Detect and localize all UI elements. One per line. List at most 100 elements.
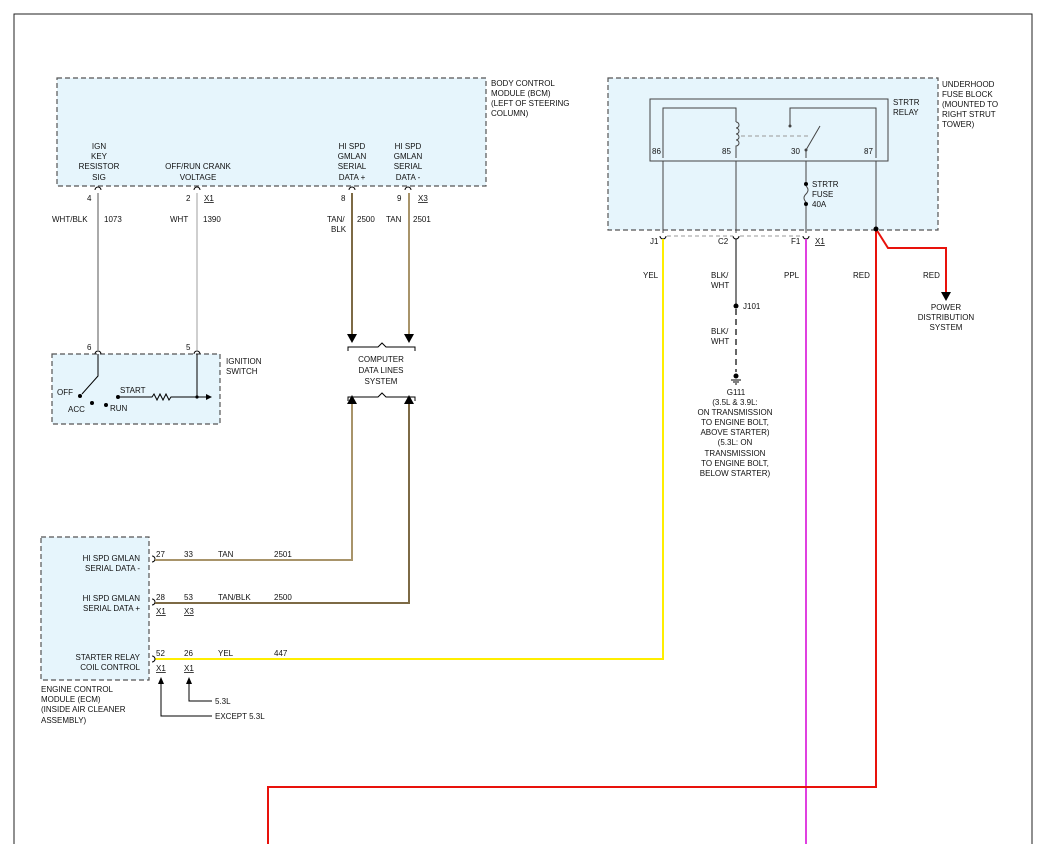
ground-desc-5: (5.3L: ON [718, 438, 753, 447]
top-wires: WHT/BLK 1073 WHT 1390 TAN/ BLK 2500 TAN … [52, 193, 431, 350]
ignition-acc-label: ACC [68, 405, 85, 414]
bcm-pin8-label-2: GMLAN [338, 152, 367, 161]
bcm-pin4-label-2: KEY [91, 152, 108, 161]
ground-desc-8: BELOW STARTER) [700, 469, 771, 478]
callout-except-arrow [158, 677, 164, 684]
ecm-box [40, 536, 150, 681]
note-except-5-3l: EXCEPT 5.3L [215, 712, 265, 721]
conn-j1-label: J1 [650, 237, 659, 246]
ignition-arrow [206, 394, 212, 400]
wire-2500-circuit: 2500 [357, 215, 375, 224]
wire-2501-circuit: 2501 [413, 215, 431, 224]
ignition-name-2: SWITCH [226, 367, 258, 376]
ecm-terminal-28 [151, 598, 156, 606]
pds-name-2: DISTRIBUTION [918, 313, 975, 322]
cdl-name-1: COMPUTER [358, 355, 404, 364]
ecm-r3-label-2: COIL CONTROL [80, 663, 140, 672]
pds-name-3: SYSTEM [930, 323, 963, 332]
wire-red-pds [875, 228, 947, 293]
ignition-contact-run [104, 403, 108, 407]
ground-desc-3: TO ENGINE BOLT, [701, 418, 769, 427]
ecm-r2-connA: X1 [156, 607, 166, 616]
ecm-r1-pinB: 33 [184, 550, 193, 559]
bcm-pin4-label-1: IGN [92, 142, 106, 151]
arrow-up-2500 [404, 395, 414, 404]
bcm-name-2: MODULE (BCM) [491, 89, 551, 98]
red-splice [873, 226, 879, 232]
ecm-r2-pinA: 28 [156, 593, 165, 602]
arrow-up-2501 [347, 395, 357, 404]
relay-name-2: RELAY [893, 108, 919, 117]
ecm-r3-connB: X1 [184, 664, 194, 673]
ecm-r3-connA: X1 [156, 664, 166, 673]
fuse-name-1: STRTR [812, 180, 839, 189]
arrow-pds [941, 292, 951, 301]
relay-name-1: STRTR [893, 98, 920, 107]
arrow-down-2500 [347, 334, 357, 343]
fuse-block-name-1: UNDERHOOD [942, 80, 995, 89]
bcm-pin2-conn: X1 [204, 194, 214, 203]
bcm-pin2-label-2: VOLTAGE [180, 173, 217, 182]
ecm-name-1: ENGINE CONTROL [41, 685, 114, 694]
ignition-off-label: OFF [57, 388, 73, 397]
engine-control-module: ENGINE CONTROL MODULE (ECM) (INSIDE AIR … [40, 404, 410, 725]
fuse-end-bottom [804, 202, 808, 206]
ecm-r2-connB: X3 [184, 607, 194, 616]
bcm-pin2-num: 2 [186, 194, 191, 203]
bcm-name-3: (LEFT OF STEERING [491, 99, 570, 108]
wire-red-main [267, 229, 877, 844]
cdl-name-3: SYSTEM [365, 377, 398, 386]
bcm-pin9-conn: X3 [418, 194, 428, 203]
fuse-block-name-4: RIGHT STRUT [942, 110, 996, 119]
relay-pin-85: 85 [722, 147, 731, 156]
ecm-r3-color: YEL [218, 649, 234, 658]
relay-pin-86: 86 [652, 147, 661, 156]
ignition-contact-off [78, 394, 82, 398]
bcm-pin9-label-2: GMLAN [394, 152, 423, 161]
relay-coil-wiring [662, 107, 737, 158]
ecm-r1-color: TAN [218, 550, 234, 559]
relay-coil-icon [735, 121, 740, 158]
bcm-terminal-4 [94, 186, 102, 191]
ignition-contact-acc [90, 401, 94, 405]
conn-x1-label: X1 [815, 237, 825, 246]
wire-1390-circuit: 1390 [203, 215, 221, 224]
bcm-pin9-label-4: DATA - [396, 173, 421, 182]
ground-desc-6: TRANSMISSION [705, 449, 766, 458]
page-frame [13, 13, 1033, 844]
wire-2500-color-1: TAN/ [327, 215, 345, 224]
ignition-switch: IGNITION SWITCH 6 5 OFF ACC RUN START [51, 343, 262, 425]
ecm-name-3: (INSIDE AIR CLEANER [41, 705, 126, 714]
ecm-r2-color: TAN/BLK [218, 593, 251, 602]
conn-c2-label: C2 [718, 237, 729, 246]
relay-pin-30: 30 [791, 147, 800, 156]
label-ppl: PPL [784, 271, 800, 280]
computer-data-lines-symbol: COMPUTER DATA LINES SYSTEM [347, 342, 416, 404]
ecm-r1-circuit: 2501 [274, 550, 292, 559]
relay-box [649, 98, 889, 162]
ecm-r1-label-1: HI SPD GMLAN [83, 554, 141, 563]
bcm-name-4: COLUMN) [491, 109, 529, 118]
note-5-3l: 5.3L [215, 697, 231, 706]
ground-desc-2: ON TRANSMISSION [698, 408, 773, 417]
ignition-contact-arm [81, 354, 99, 395]
label-blkwht-1-b: WHT [711, 281, 729, 290]
body-control-module: BODY CONTROL MODULE (BCM) (LEFT OF STEER… [56, 77, 570, 203]
ignition-terminal-6 [94, 350, 102, 355]
bcm-pin8-label-4: DATA + [339, 173, 366, 182]
ecm-r2-label-2: SERIAL DATA + [83, 604, 140, 613]
terminal-c2 [732, 235, 740, 240]
ecm-name-4: ASSEMBLY) [41, 716, 87, 725]
ignition-switch-box [51, 353, 221, 425]
ignition-start-label: START [120, 386, 146, 395]
label-blkwht-2-b: WHT [711, 337, 729, 346]
ignition-run-label: RUN [110, 404, 128, 413]
terminal-j1 [659, 235, 667, 240]
ignition-name-1: IGNITION [226, 357, 262, 366]
cdl-name-2: DATA LINES [358, 366, 403, 375]
ecm-r3-pinA: 52 [156, 649, 165, 658]
ground-point [733, 373, 739, 379]
ignition-terminal-5 [193, 350, 201, 355]
ignition-resistor [118, 392, 197, 402]
